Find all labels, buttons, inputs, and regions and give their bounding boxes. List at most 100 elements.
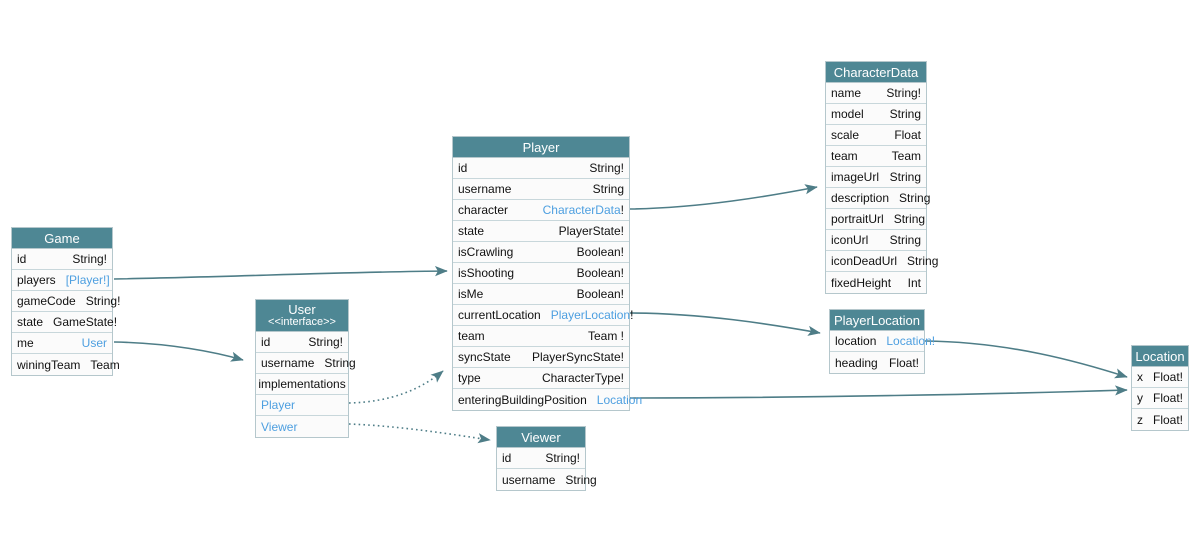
entity-character-data[interactable]: CharacterData name String! model String … xyxy=(825,61,938,294)
field-type: Boolean! xyxy=(576,287,624,301)
field-type[interactable]: PlayerLocation xyxy=(550,308,631,322)
field-type: Float! xyxy=(888,355,919,370)
field-name: description xyxy=(831,191,890,205)
field-type: GameState! xyxy=(53,315,118,329)
field-row: username String xyxy=(497,469,597,490)
entity-location[interactable]: Location x Float! y Float! z Float! xyxy=(1131,345,1189,431)
edge-player-character-to-characterdata xyxy=(629,184,818,210)
field-row: portraitUrl String xyxy=(826,209,926,230)
field-type: String xyxy=(565,472,597,487)
implementation-player[interactable]: Player xyxy=(261,398,296,412)
implementation-viewer[interactable]: Viewer xyxy=(261,419,298,434)
field-row: syncState PlayerSyncState! xyxy=(453,347,629,368)
field-row: location Location! xyxy=(830,331,935,352)
field-name: enteringBuildingPosition xyxy=(458,392,587,407)
field-row: y Float! xyxy=(1132,388,1188,409)
field-row: state GameState! xyxy=(12,312,117,333)
entity-viewer[interactable]: Viewer id String! username String xyxy=(496,426,597,491)
field-type: String xyxy=(324,356,356,370)
implementation-row[interactable]: Viewer xyxy=(256,416,348,437)
field-name: scale xyxy=(831,128,860,142)
field-type-suffix: ! xyxy=(630,308,634,322)
field-name: me xyxy=(17,336,34,350)
field-name: state xyxy=(17,315,44,329)
field-row: enteringBuildingPosition Location xyxy=(453,389,642,410)
field-row: isShooting Boolean! xyxy=(453,263,629,284)
field-name: gameCode xyxy=(17,294,76,308)
field-name: id xyxy=(261,335,271,349)
field-name: isCrawling xyxy=(458,245,514,259)
field-type[interactable]: Location! xyxy=(886,334,936,348)
entity-player[interactable]: Player id String! username String charac… xyxy=(452,136,642,411)
field-type: PlayerState! xyxy=(558,224,624,238)
field-name: isMe xyxy=(458,287,484,301)
field-name: location xyxy=(835,334,877,348)
field-type: String xyxy=(592,182,624,196)
entity-character-data-title: CharacterData xyxy=(826,62,926,83)
field-name: y xyxy=(1137,391,1143,405)
field-row: id String! xyxy=(453,158,629,179)
field-type: Float! xyxy=(1153,370,1184,384)
field-type[interactable]: [Player!] xyxy=(65,273,110,287)
field-type: Boolean! xyxy=(576,245,624,259)
field-row: id String! xyxy=(256,332,348,353)
field-name: syncState xyxy=(458,350,511,364)
field-name: winingTeam xyxy=(17,357,81,372)
field-row: character CharacterData! xyxy=(453,200,629,221)
entity-user-stereotype: <<interface>> xyxy=(268,316,336,328)
field-type[interactable]: User xyxy=(81,336,107,350)
entity-user-name: User xyxy=(288,302,316,317)
field-row: state PlayerState! xyxy=(453,221,629,242)
field-row: imageUrl String xyxy=(826,167,926,188)
field-type: String xyxy=(889,107,921,121)
edge-game-players-to-player xyxy=(113,265,448,280)
field-row: id String! xyxy=(12,249,112,270)
implementation-row[interactable]: Player xyxy=(256,395,348,416)
field-name: id xyxy=(502,451,512,465)
field-type: CharacterType! xyxy=(541,371,624,385)
entity-user[interactable]: User <<interface>> id String! username S… xyxy=(255,299,356,438)
field-row: isCrawling Boolean! xyxy=(453,242,629,263)
edge-user-player-impl xyxy=(348,370,444,404)
field-row: fixedHeight Int xyxy=(826,272,926,293)
field-row: gameCode String! xyxy=(12,291,120,312)
field-name: username xyxy=(502,472,556,487)
field-type: String xyxy=(899,191,931,205)
field-row: x Float! xyxy=(1132,367,1188,388)
field-name: iconDeadUrl xyxy=(831,254,898,268)
field-row: heading Float! xyxy=(830,352,924,373)
field-type: Team xyxy=(891,149,921,163)
field-name: type xyxy=(458,371,481,385)
field-type: String xyxy=(907,254,939,268)
entity-player-location[interactable]: PlayerLocation location Location! headin… xyxy=(829,309,935,374)
field-type: String! xyxy=(308,335,343,349)
field-row: winingTeam Team xyxy=(12,354,120,375)
field-row: iconUrl String xyxy=(826,230,926,251)
entity-user-title: User <<interface>> xyxy=(256,300,348,332)
field-type: String! xyxy=(72,252,107,266)
field-type: Team ! xyxy=(587,329,624,343)
field-row: description String xyxy=(826,188,930,209)
field-type[interactable]: Location xyxy=(596,392,643,407)
field-type-group[interactable]: PlayerLocation! xyxy=(551,308,634,322)
field-name: heading xyxy=(835,355,878,370)
field-row: username String xyxy=(453,179,629,200)
entity-location-title: Location xyxy=(1132,346,1188,367)
field-row: team Team xyxy=(826,146,926,167)
entity-game[interactable]: Game id String! players [Player!] gameCo… xyxy=(11,227,120,376)
field-name: id xyxy=(17,252,27,266)
field-type-group[interactable]: CharacterData! xyxy=(543,203,624,217)
field-row: me User xyxy=(12,333,112,354)
edge-player-currentlocation-to-playerlocation xyxy=(629,312,821,336)
field-type: String! xyxy=(886,86,921,100)
field-type: Team xyxy=(90,357,120,372)
field-type: PlayerSyncState! xyxy=(531,350,624,364)
implementations-label: implementations xyxy=(258,377,346,391)
field-type[interactable]: CharacterData xyxy=(542,203,621,217)
field-name: portraitUrl xyxy=(831,212,884,226)
field-name: z xyxy=(1137,412,1143,427)
field-name: players xyxy=(17,273,56,287)
field-name: team xyxy=(458,329,485,343)
field-type: String! xyxy=(85,294,121,308)
